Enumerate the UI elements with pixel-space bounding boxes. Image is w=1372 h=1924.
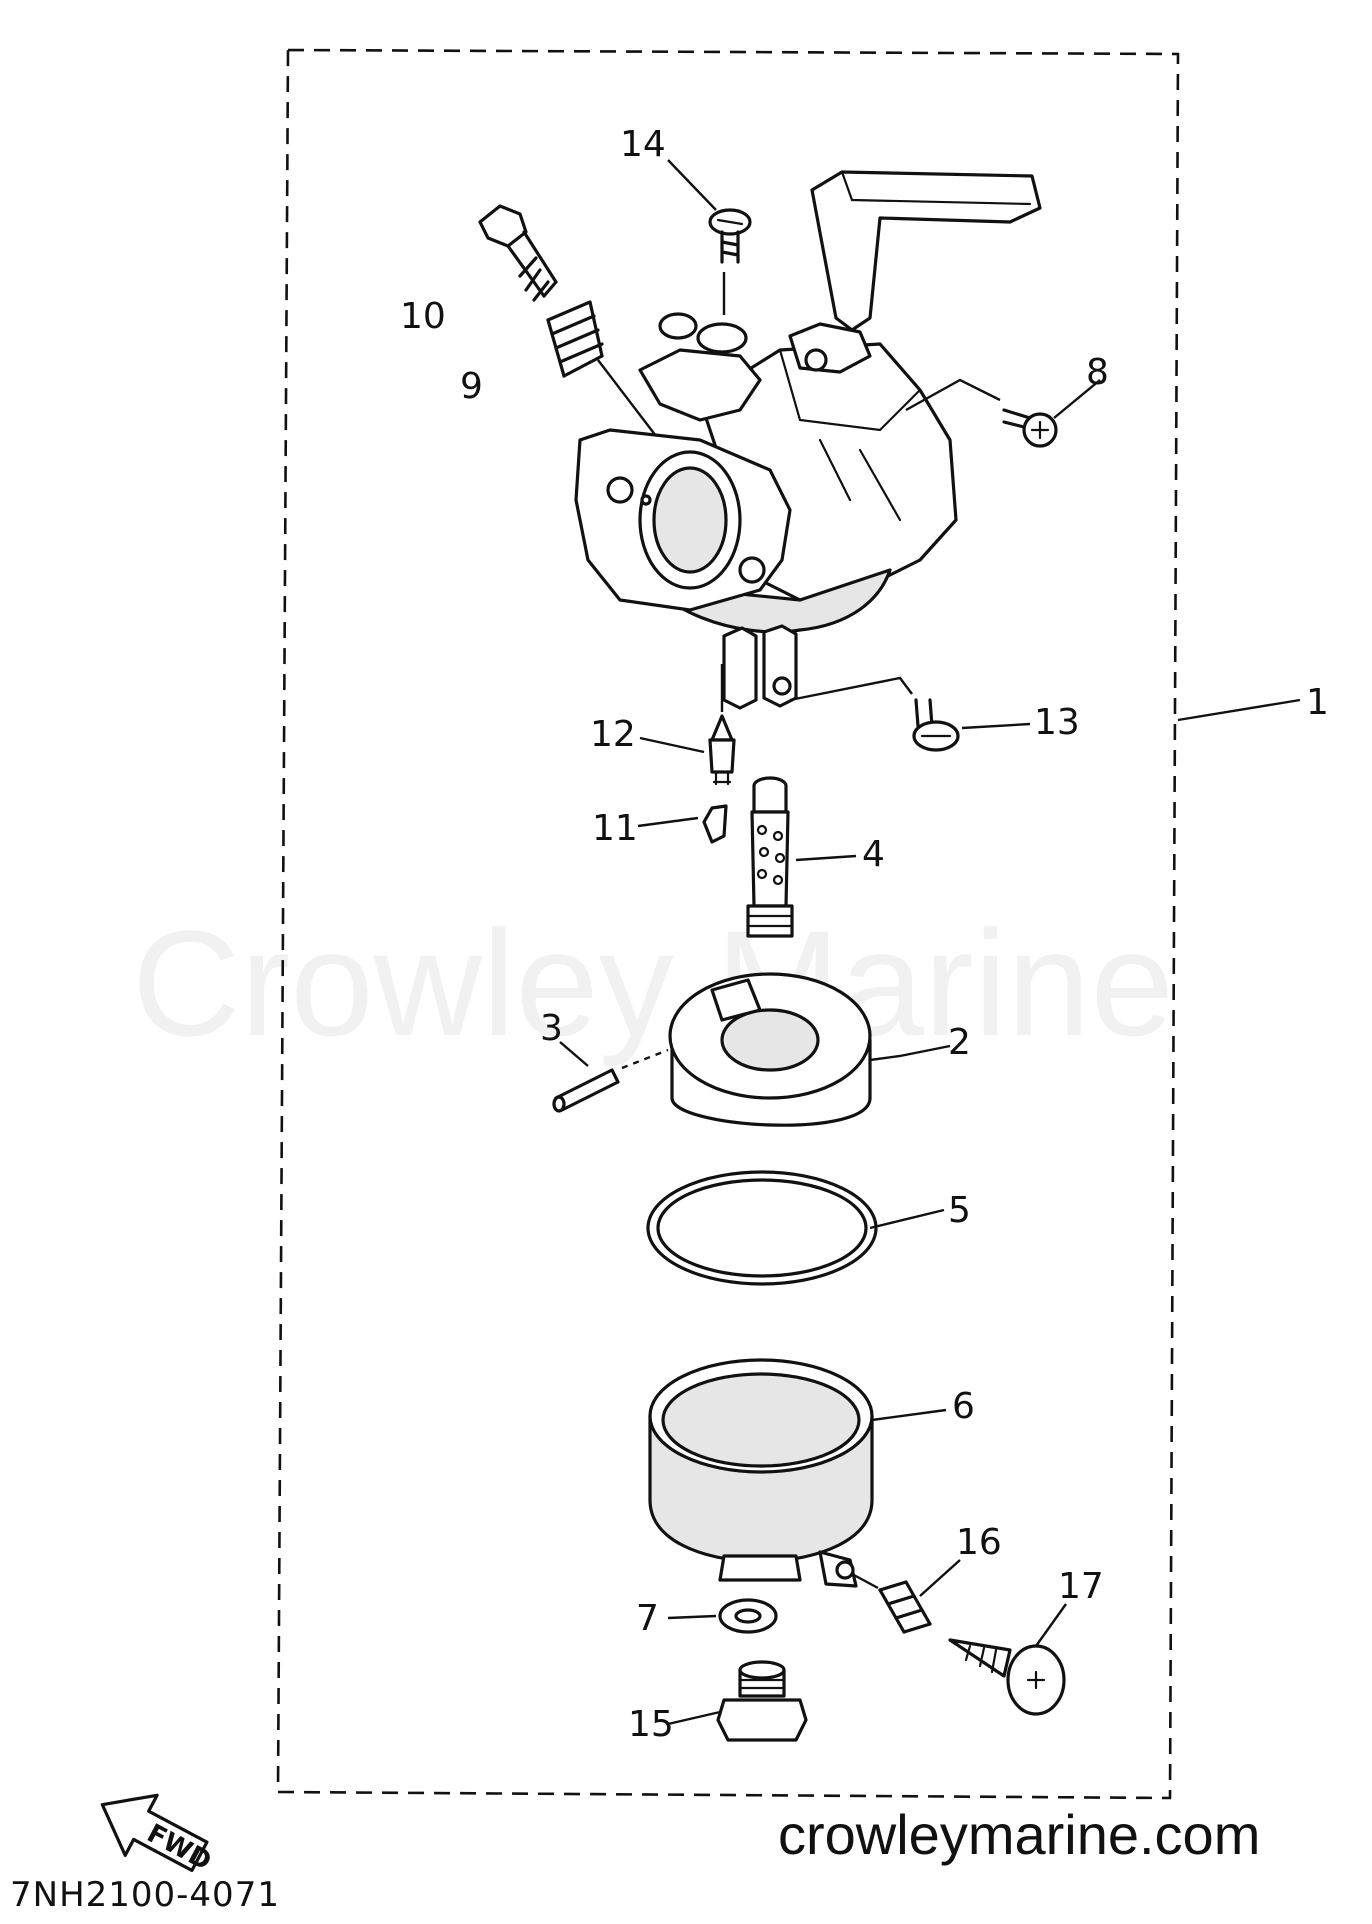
diagram-code: 7NH2100-4071: [10, 1875, 280, 1915]
part-1-carburetor-body[interactable]: [574, 312, 958, 710]
part-9-spring[interactable]: [546, 300, 604, 378]
part-4-main-jet[interactable]: [746, 776, 794, 938]
leader-15: [667, 1710, 721, 1726]
part-8-screw[interactable]: [1002, 408, 1058, 448]
callout-3: 3: [540, 1008, 563, 1049]
leader-4: [795, 854, 857, 862]
callout-14: 14: [620, 124, 666, 165]
leader-1: [1177, 698, 1301, 722]
choke-lever[interactable]: [810, 170, 1042, 332]
watermark-text: Crowley Marine: [132, 899, 1174, 1067]
leader-6: [871, 1408, 947, 1422]
callout-17: 17: [1058, 1566, 1104, 1607]
part-14-screw[interactable]: [708, 208, 752, 264]
part-2-float[interactable]: [668, 972, 872, 1127]
leader-16: [919, 1559, 961, 1597]
leader-14: [667, 159, 717, 211]
callout-16: 16: [956, 1522, 1002, 1563]
callout-2: 2: [948, 1022, 971, 1063]
callout-1: 1: [1306, 682, 1329, 723]
leader-3: [559, 1041, 589, 1067]
part-5-gasket-ring[interactable]: [646, 1170, 878, 1286]
leader-13-to-body: [789, 676, 913, 702]
callout-13: 13: [1034, 702, 1080, 743]
leader-7: [667, 1614, 717, 1620]
callout-10: 10: [400, 296, 446, 337]
part-16-spring[interactable]: [878, 1580, 932, 1634]
callout-15: 15: [628, 1704, 674, 1745]
part-12-needle-valve[interactable]: [708, 714, 736, 786]
leader-2: [869, 1044, 951, 1062]
callout-9: 9: [460, 366, 483, 407]
callout-7: 7: [636, 1598, 659, 1639]
fwd-direction-arrow: FWD: [100, 1793, 216, 1877]
part-11-clip[interactable]: [702, 804, 728, 844]
leader-8-to-body: [905, 378, 1001, 412]
part-13-screw[interactable]: [912, 698, 960, 752]
callout-12: 12: [590, 714, 636, 755]
part-17-pilot-screw[interactable]: [948, 1638, 1066, 1716]
leader-12: [639, 736, 705, 754]
callout-4: 4: [862, 834, 885, 875]
part-3-pin[interactable]: [552, 1068, 620, 1113]
leader-17: [1035, 1603, 1067, 1647]
callout-8: 8: [1086, 352, 1109, 393]
part-10-bolt[interactable]: [478, 204, 558, 302]
part-7-washer[interactable]: [718, 1598, 778, 1634]
callout-6: 6: [952, 1386, 975, 1427]
callout-11: 11: [592, 808, 638, 849]
part-15-drain-plug[interactable]: [716, 1660, 808, 1742]
website-text: crowleymarine.com: [778, 1803, 1260, 1866]
callout-5: 5: [948, 1190, 971, 1231]
assembly-boundary: [276, 48, 1180, 1800]
leader-5: [869, 1208, 945, 1230]
leader-3-to-float: [621, 1048, 669, 1070]
leader-8: [1053, 379, 1101, 419]
part-6-float-bowl[interactable]: [648, 1358, 874, 1588]
leader-11: [637, 816, 699, 828]
leader-16-to-bowl: [851, 1572, 879, 1590]
leader-9-to-body: [597, 359, 657, 437]
leader-13: [961, 722, 1031, 730]
